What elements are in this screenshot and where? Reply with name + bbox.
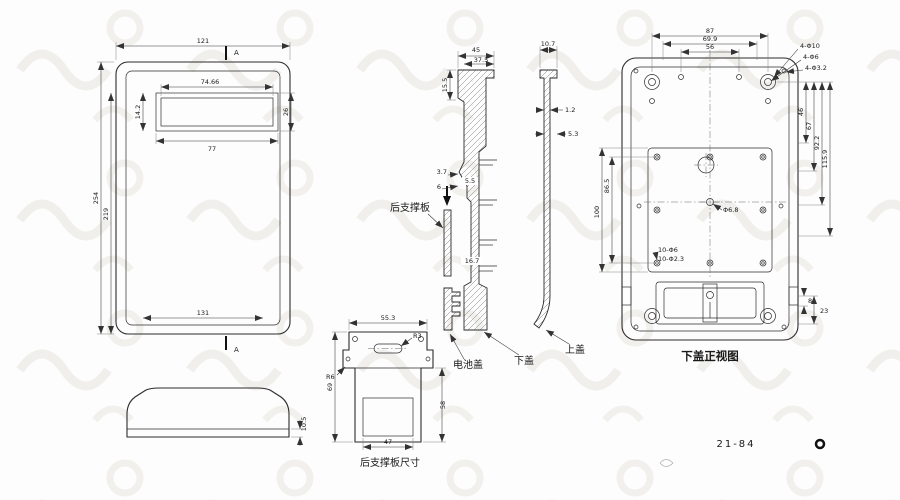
part-number: 21-84 [716,439,755,450]
label-rear-support-plate: 后支撑板 [390,201,430,214]
dim-inner-span: 56 [706,43,714,51]
dim-right1: 46 [797,108,805,116]
dim-bottom-step: 16.7 [465,257,479,265]
rear-support-section [443,209,452,277]
label-lower-cover: 下盖 [514,354,534,367]
dim-plate-bottom-width: 47 [384,438,392,446]
support-plate-view: R3 R6 55.3 69 58 47 后支撑板尺寸 [326,314,447,469]
front-view: 121 A A 74.66 77 26 14.2 254 219 [92,37,295,354]
annotations: 21-84 [659,438,826,467]
dim-gap: 6 [437,183,441,191]
corner-holes [633,68,787,330]
dim-window-inner-width: 74.66 [201,78,220,86]
dim-plate-top-width: 55.3 [381,314,395,322]
dim-top-cover-depth: 10.7 [541,40,555,48]
dim-depth: 45 [472,46,480,54]
dim-right4: 115.9 [821,150,829,169]
direction-arrow [443,196,451,206]
dim-left2: 100 [593,206,601,218]
dim-front-inner-height: 219 [102,208,110,220]
dim-rib2: 5.5 [465,177,475,185]
section-views: 45 37.5 10.7 15.5 3.7 6 5.5 16.7 1.2 5.3… [390,40,585,371]
dim-bottom1: 8 [808,297,812,305]
dim-center-hole: Φ6.8 [723,206,738,214]
dim-front-height: 254 [92,192,100,204]
lower-cover-view: Φ6.8 10-Φ6 10-Φ2.3 87 69.9 56 [593,27,833,363]
label-upper-cover: 上盖 [565,343,585,356]
dim-bay-holes-outer: 10-Φ6 [658,246,678,254]
support-plate-view-title: 后支撑板尺寸 [360,456,420,469]
dim-bottom2: 23 [820,307,828,315]
snap-ribs [479,159,497,272]
section-marker-top: A [234,49,239,57]
dim-corner-holes-mid: 4-Φ6 [803,53,819,61]
dim-step1: 15.5 [441,78,449,92]
stamp-mark [659,459,674,467]
dim-plate-r6: R6 [326,373,335,381]
dim-mid-span: 69.9 [703,35,717,43]
dim-left1: 86.5 [603,179,611,193]
battery-cover-section [443,287,461,331]
dim-bay-holes-inner: 10-Φ2.3 [658,255,684,263]
dim-cover-lip: 10.5 [300,417,308,431]
dim-front-bottom-width: 131 [197,309,209,317]
section-marker-bottom: A [234,346,239,354]
dim-step2: 5.3 [568,130,578,138]
dim-front-width: 121 [197,37,209,45]
dim-window-height: 26 [282,108,290,116]
label-battery-cover: 电池盖 [453,358,483,371]
dim-right3: 92.2 [813,136,821,150]
dim-plate-left-height: 69 [326,383,334,391]
upper-cover-section [533,69,558,329]
dim-window-offset: 14.2 [134,105,142,119]
dim-rib1: 3.7 [437,168,447,176]
lower-cover-section [457,69,495,331]
dim-plate-right-height: 58 [439,401,447,409]
dim-right2: 67 [805,122,813,130]
terminal-area [621,281,799,325]
dim-inner-depth: 37.5 [474,56,488,64]
dim-plate-r3: R3 [413,332,422,340]
dim-hole-span: 87 [706,27,714,35]
washer-mark [814,438,826,450]
dim-corner-holes-outer: 4-Φ10 [800,42,820,50]
dim-wall1: 1.2 [565,106,575,114]
dim-corner-holes-small: 4-Φ3.2 [805,64,827,72]
dim-window-width: 77 [208,145,216,153]
cover-profile-view: 10.5 [126,387,308,446]
lower-cover-view-title: 下盖正视图 [681,349,739,363]
